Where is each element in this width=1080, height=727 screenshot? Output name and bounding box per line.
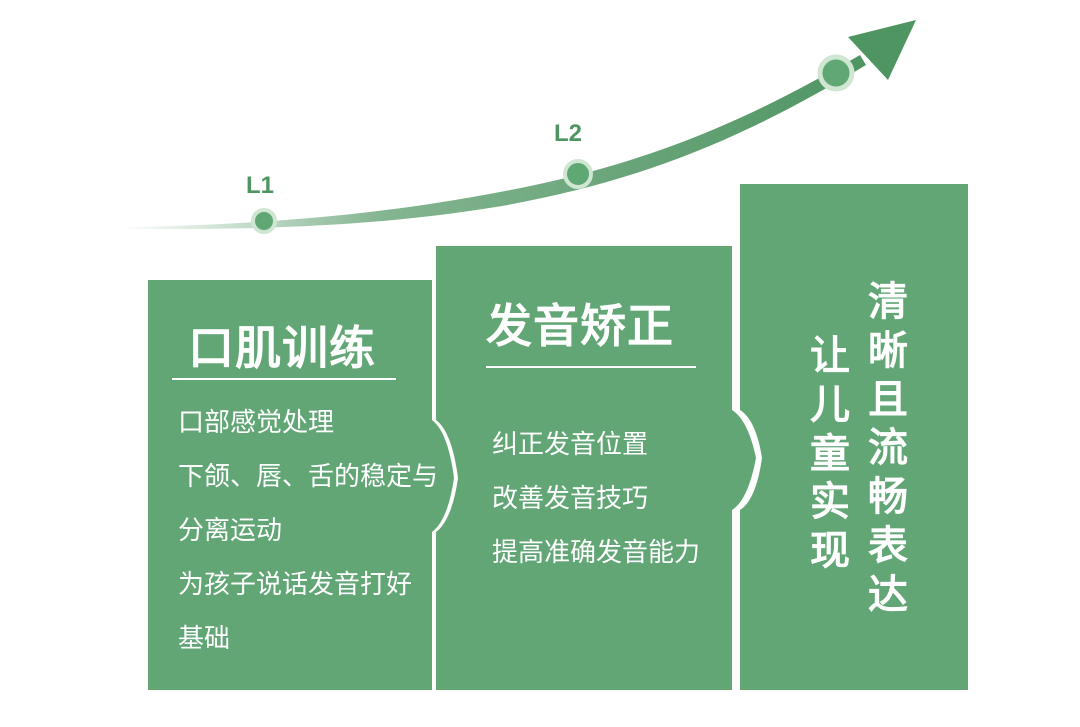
level-marker-icon — [817, 54, 855, 92]
growth-arrow — [120, 55, 866, 230]
stage-2-title: 发音矫正 — [486, 299, 674, 353]
stage-1-item: 口部感觉处理 — [178, 408, 335, 438]
level-marker-icon — [563, 159, 593, 189]
level-label-l1: L1 — [246, 172, 275, 199]
stage-2-item: 改善发音技巧 — [492, 484, 649, 514]
stage-2-item: 纠正发音位置 — [492, 430, 649, 460]
stage-1-panel — [148, 280, 454, 690]
stage-1-title: 口肌训练 — [188, 321, 376, 375]
stage-2-panel — [436, 246, 756, 690]
stage-3-line-1: 让儿童实现 — [810, 333, 850, 575]
level-label-l2: L2 — [554, 120, 583, 147]
stage-3-panel — [740, 184, 968, 690]
stage-1-item: 基础 — [178, 624, 231, 654]
stage-3-line-2: 清晰且流畅表达 — [868, 279, 908, 618]
stage-1-divider — [172, 378, 396, 380]
stage-2-item: 提高准确发音能力 — [492, 538, 701, 568]
stage-2-divider — [486, 366, 696, 368]
stage-1-item: 为孩子说话发音打好 — [178, 570, 413, 600]
arrow-head-icon — [848, 20, 916, 80]
level-marker-icon — [251, 208, 277, 234]
stage-1-item: 下颌、唇、舌的稳定与 — [178, 462, 439, 492]
stage-1-item: 分离运动 — [178, 516, 283, 546]
